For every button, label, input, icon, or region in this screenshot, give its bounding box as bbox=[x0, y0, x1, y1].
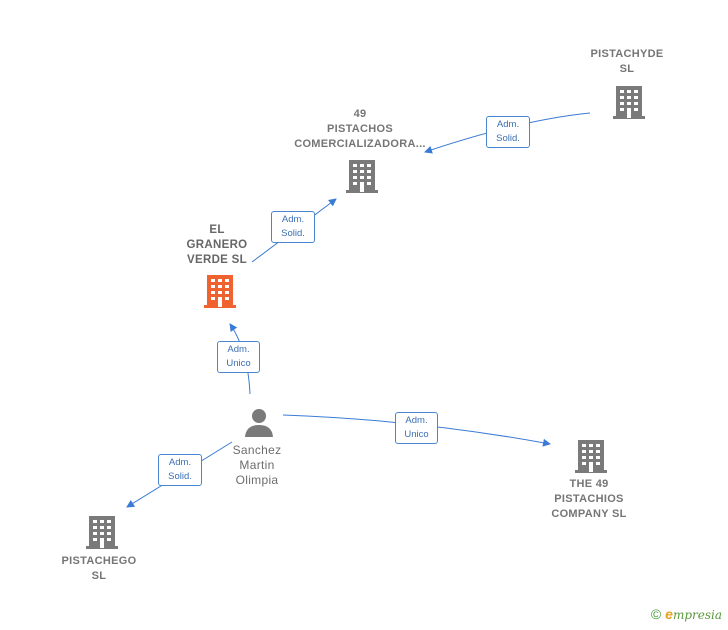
node-label-the-49-pistachios[interactable]: THE 49 PISTACHIOS COMPANY SL bbox=[551, 478, 627, 520]
node-label-person[interactable]: Sanchez Martin Olimpia bbox=[232, 443, 282, 487]
edge-label-adm-solid[interactable]: Adm. Solid. bbox=[271, 211, 315, 243]
node-label-el-granero-verde[interactable]: EL GRANERO VERDE SL bbox=[186, 224, 248, 266]
edge-label-adm-solid[interactable]: Adm. Solid. bbox=[486, 116, 530, 148]
building-icon[interactable] bbox=[575, 438, 607, 479]
copyright-symbol: © bbox=[650, 606, 662, 622]
edge-label-adm-unico[interactable]: Adm. Unico bbox=[395, 412, 438, 444]
node-label-49-pistachos[interactable]: 49 PISTACHOS COMERCIALIZADORA... bbox=[294, 108, 426, 150]
edge-label-adm-unico[interactable]: Adm. Unico bbox=[217, 341, 260, 373]
brand-name: mpresia bbox=[672, 608, 722, 622]
brand-initial: e bbox=[665, 606, 673, 622]
building-icon[interactable] bbox=[346, 158, 378, 199]
building-icon[interactable] bbox=[86, 514, 118, 555]
empresia-logo: ©empresia bbox=[651, 606, 722, 622]
node-label-pistachego[interactable]: PISTACHEGO SL bbox=[61, 555, 137, 582]
building-icon-focus[interactable] bbox=[204, 273, 236, 314]
node-label-pistachyde[interactable]: PISTACHYDE SL bbox=[590, 48, 664, 75]
building-icon[interactable] bbox=[613, 84, 645, 125]
person-icon[interactable] bbox=[244, 407, 274, 442]
edge-label-adm-solid[interactable]: Adm. Solid. bbox=[158, 454, 202, 486]
